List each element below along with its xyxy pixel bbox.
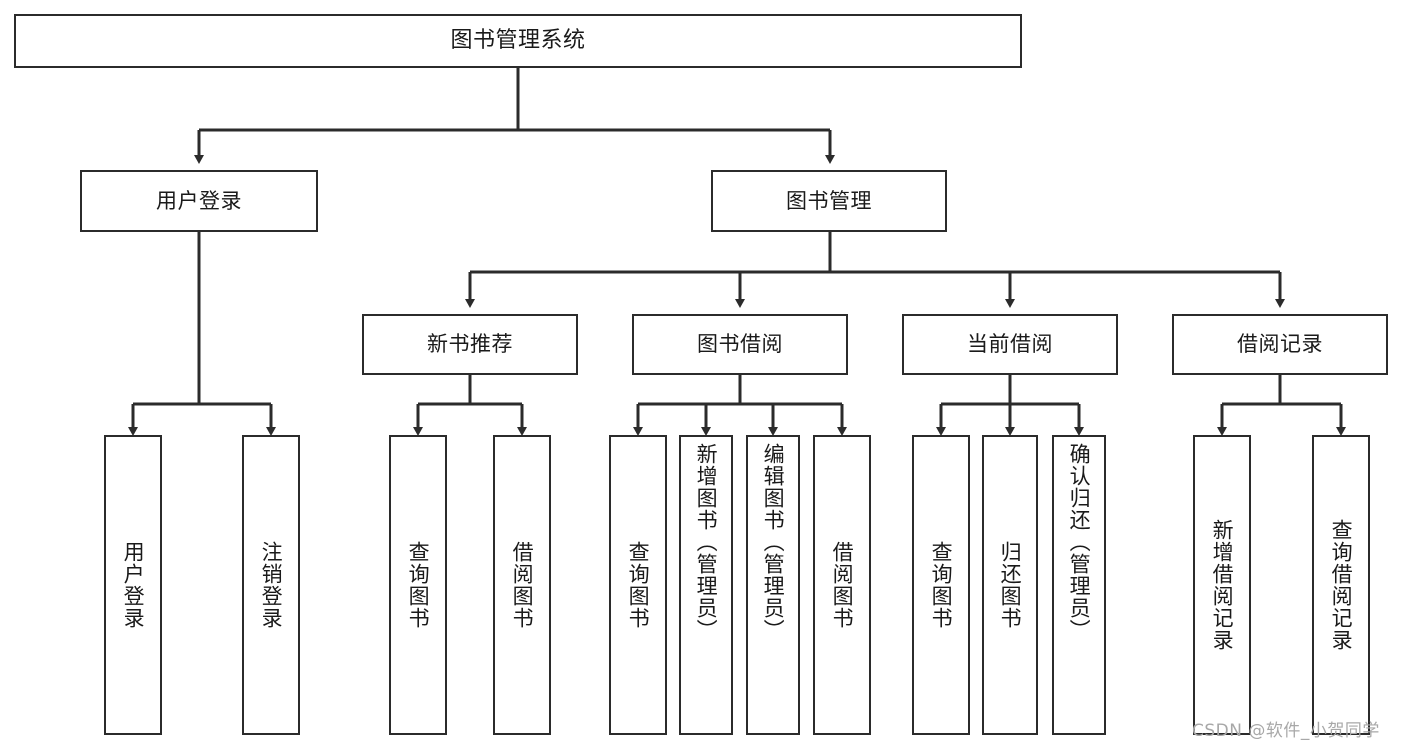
- node-user-login[interactable]: 用户登录: [80, 170, 318, 232]
- node-label: 注销登录: [259, 541, 284, 629]
- leaf-query-book-recommend[interactable]: 查询图书: [389, 435, 447, 735]
- node-borrow-record[interactable]: 借阅记录: [1172, 314, 1388, 375]
- node-current-borrow[interactable]: 当前借阅: [902, 314, 1118, 375]
- node-label: 图书借阅: [697, 332, 783, 357]
- leaf-logout[interactable]: 注销登录: [242, 435, 300, 735]
- node-label: 图书管理: [786, 188, 872, 213]
- node-label: 编辑图书（管理员）: [761, 443, 786, 641]
- node-label: 新增借阅记录: [1210, 519, 1235, 651]
- node-book-management[interactable]: 图书管理: [711, 170, 947, 232]
- node-label: 借阅图书: [830, 541, 855, 629]
- node-label: 新增图书（管理员）: [694, 443, 719, 641]
- node-label: 用户登录: [156, 188, 242, 213]
- leaf-query-book-current[interactable]: 查询图书: [912, 435, 970, 735]
- node-new-book-recommend[interactable]: 新书推荐: [362, 314, 578, 375]
- node-label: 借阅记录: [1237, 332, 1323, 357]
- node-label: 查询借阅记录: [1329, 519, 1354, 651]
- node-label: 查询图书: [406, 541, 431, 629]
- leaf-return-book[interactable]: 归还图书: [982, 435, 1038, 735]
- leaf-query-borrow-record[interactable]: 查询借阅记录: [1312, 435, 1370, 735]
- node-book-borrow[interactable]: 图书借阅: [632, 314, 848, 375]
- leaf-borrow-book[interactable]: 借阅图书: [813, 435, 871, 735]
- leaf-edit-book-admin[interactable]: 编辑图书（管理员）: [746, 435, 800, 735]
- leaf-add-book-admin[interactable]: 新增图书（管理员）: [679, 435, 733, 735]
- node-label: 新书推荐: [427, 332, 513, 357]
- leaf-borrow-book-recommend[interactable]: 借阅图书: [493, 435, 551, 735]
- leaf-query-book-borrow[interactable]: 查询图书: [609, 435, 667, 735]
- node-label: 查询图书: [929, 541, 954, 629]
- node-label: 查询图书: [626, 541, 651, 629]
- node-label: 借阅图书: [510, 541, 535, 629]
- leaf-user-login[interactable]: 用户登录: [104, 435, 162, 735]
- node-label: 图书管理系统: [450, 28, 586, 54]
- csdn-watermark: CSDN @软件_小贺同学: [1192, 721, 1380, 741]
- node-root-system[interactable]: 图书管理系统: [14, 14, 1022, 68]
- leaf-add-borrow-record[interactable]: 新增借阅记录: [1193, 435, 1251, 735]
- node-label: 用户登录: [121, 541, 146, 629]
- node-label: 当前借阅: [967, 332, 1053, 357]
- leaf-confirm-return-admin[interactable]: 确认归还（管理员）: [1052, 435, 1106, 735]
- node-label: 确认归还（管理员）: [1067, 443, 1092, 641]
- node-label: 归还图书: [998, 541, 1023, 629]
